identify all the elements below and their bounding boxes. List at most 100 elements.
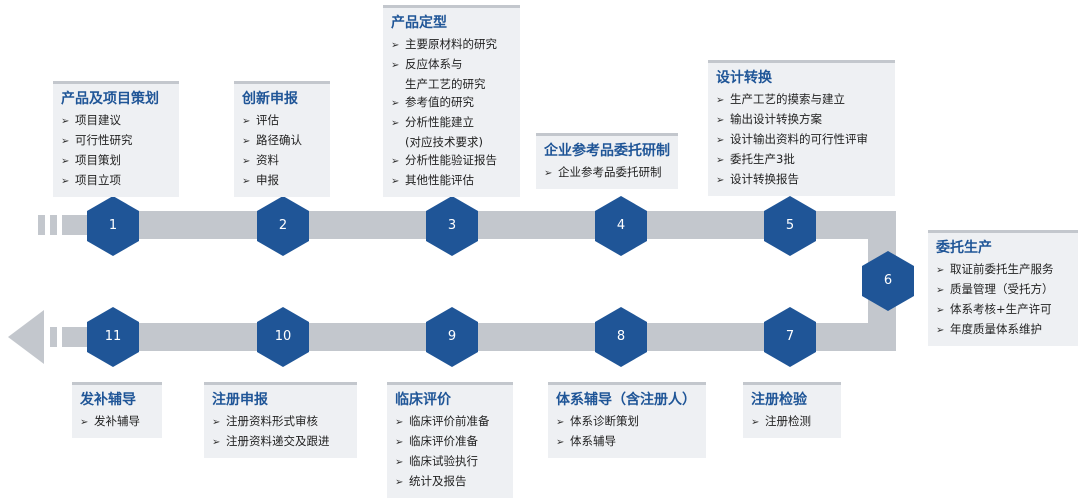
step-number: 11 xyxy=(104,329,122,344)
list-item: ➢参考值的研究 xyxy=(391,93,512,113)
list-item-text: 其他性能评估 xyxy=(405,173,474,187)
step-box-11: 发补辅导➢发补辅导 xyxy=(72,382,162,438)
arrow-bullet-icon: ➢ xyxy=(391,118,400,129)
list-item-text: 注册检测 xyxy=(765,414,811,428)
list-item: ➢委托生产3批 xyxy=(716,150,887,170)
list-item: ➢项目策划 xyxy=(61,151,171,171)
step-hexagon-1 xyxy=(87,196,139,256)
step-box-2: 创新申报➢评估➢路径确认➢资料➢申报 xyxy=(234,81,330,197)
list-item-text: 评估 xyxy=(256,113,279,127)
step-title: 注册申报 xyxy=(212,392,268,408)
arrow-bullet-icon: ➢ xyxy=(242,176,251,187)
step-number: 2 xyxy=(278,218,288,233)
list-item-text: (对应技术要求) xyxy=(405,135,483,149)
step-hexagon-6 xyxy=(862,251,914,311)
list-item: ➢ 统计及报告 xyxy=(395,472,505,492)
list-item-text: 注册资料形式审核 xyxy=(226,414,318,428)
step-hexagon-3 xyxy=(426,196,478,256)
list-item-text: 注册资料递交及跟进 xyxy=(226,434,330,448)
step-hexagon-5 xyxy=(764,196,816,256)
step-hexagon-2 xyxy=(257,196,309,256)
list-item: ➢设计输出资料的可行性评审 xyxy=(716,130,887,150)
arrow-bullet-icon: ➢ xyxy=(716,155,725,166)
start-dash xyxy=(62,215,90,235)
list-item: ➢体系诊断策划 xyxy=(556,412,698,432)
list-item: ➢ 注册资料递交及跟进 xyxy=(212,432,349,452)
list-item-text: 临床试验执行 xyxy=(409,454,478,468)
list-item-text: 体系考核+生产许可 xyxy=(950,302,1052,316)
arrow-bullet-icon: ➢ xyxy=(212,437,221,448)
step-title: 产品定型 xyxy=(391,15,447,31)
list-item-text: 项目立项 xyxy=(75,173,121,187)
list-item-text: 企业参考品委托研制 xyxy=(558,165,662,179)
list-item: (对应技术要求) xyxy=(391,133,512,151)
list-item: ➢评估 xyxy=(242,111,322,131)
step-title: 委托生产 xyxy=(936,240,992,256)
list-item-text: 发补辅导 xyxy=(94,414,140,428)
arrow-bullet-icon: ➢ xyxy=(395,417,404,428)
list-item: ➢输出设计转换方案 xyxy=(716,110,887,130)
step-number: 1 xyxy=(108,218,118,233)
list-item-text: 资料 xyxy=(256,153,279,167)
list-item: ➢注册资料形式审核 xyxy=(212,412,349,432)
list-item-text: 设计输出资料的可行性评审 xyxy=(730,132,868,146)
list-item-text: 生产工艺的研究 xyxy=(405,77,486,91)
list-item-text: 可行性研究 xyxy=(75,133,133,147)
list-item-text: 取证前委托生产服务 xyxy=(950,262,1054,276)
step-hexagon-11 xyxy=(87,307,139,367)
end-dash xyxy=(62,327,90,347)
arrow-bullet-icon: ➢ xyxy=(391,156,400,167)
step-box-3: 产品定型➢主要原材料的研究➢反应体系与生产工艺的研究➢参考值的研究➢分析性能建立… xyxy=(383,5,520,197)
list-item-text: 统计及报告 xyxy=(409,474,467,488)
arrow-bullet-icon: ➢ xyxy=(61,156,70,167)
list-item: ➢ 年度质量体系维护 xyxy=(936,320,1070,340)
step-hexagon-10 xyxy=(257,307,309,367)
list-item: ➢临床评价前准备 xyxy=(395,412,505,432)
list-item-text: 主要原材料的研究 xyxy=(405,37,497,51)
list-item: ➢设计转换报告 xyxy=(716,170,887,190)
step-number: 8 xyxy=(616,329,626,344)
list-item-text: 临床评价准备 xyxy=(409,434,478,448)
end-arrow-head xyxy=(8,310,44,364)
step-item-list: ➢注册检测 xyxy=(751,412,833,432)
list-item: ➢ 可行性研究 xyxy=(61,131,171,151)
arrow-bullet-icon: ➢ xyxy=(936,285,945,296)
list-item: ➢发补辅导 xyxy=(80,412,154,432)
list-item: ➢生产工艺的摸索与建立 xyxy=(716,90,887,110)
list-item: ➢ 其他性能评估 xyxy=(391,171,512,191)
step-box-10: 注册申报 ➢注册资料形式审核 ➢ 注册资料递交及跟进 xyxy=(204,382,357,458)
list-item: ➢临床评价准备 xyxy=(395,432,505,452)
step-number: 9 xyxy=(447,329,457,344)
step-item-list: ➢临床评价前准备➢临床评价准备 ➢ 临床试验执行 ➢ 统计及报告 xyxy=(395,412,505,492)
list-item-text: 年度质量体系维护 xyxy=(950,322,1042,336)
arrow-bullet-icon: ➢ xyxy=(936,325,945,336)
list-item: ➢取证前委托生产服务 xyxy=(936,260,1070,280)
step-hexagon-9 xyxy=(426,307,478,367)
step-box-8: 体系辅导（含注册人）➢体系诊断策划➢体系辅导 xyxy=(548,382,706,458)
step-hexagon-4 xyxy=(595,196,647,256)
list-item-text: 体系辅导 xyxy=(570,434,616,448)
step-item-list: ➢主要原材料的研究➢反应体系与生产工艺的研究➢参考值的研究➢分析性能建立(对应技… xyxy=(391,35,512,191)
step-number: 7 xyxy=(785,329,795,344)
step-box-6: 委托生产➢取证前委托生产服务➢质量管理（受托方）➢体系考核+生产许可➢年度质量体… xyxy=(928,230,1078,346)
list-item-text: 反应体系与 xyxy=(405,57,463,71)
step-title: 注册检验 xyxy=(751,392,807,408)
step-number: 10 xyxy=(274,329,292,344)
list-item-text: 路径确认 xyxy=(256,133,302,147)
start-dash xyxy=(38,215,45,235)
step-item-list: ➢评估➢路径确认➢资料➢申报 xyxy=(242,111,322,191)
step-box-9: 临床评价➢临床评价前准备➢临床评价准备➢临床试验执行➢统计及报告 xyxy=(387,382,513,498)
arrow-bullet-icon: ➢ xyxy=(395,477,404,488)
list-item-text: 项目建议 xyxy=(75,113,121,127)
step-number: 5 xyxy=(785,218,795,233)
list-item: ➢项目建议 xyxy=(61,111,171,131)
arrow-bullet-icon: ➢ xyxy=(61,136,70,147)
arrow-bullet-icon: ➢ xyxy=(716,175,725,186)
arrow-bullet-icon: ➢ xyxy=(391,176,400,187)
list-item: ➢申报 xyxy=(242,171,322,191)
bottom-track-bar xyxy=(90,323,896,351)
arrow-bullet-icon: ➢ xyxy=(716,95,725,106)
list-item: ➢反应体系与 xyxy=(391,55,512,75)
step-title: 创新申报 xyxy=(242,91,298,107)
